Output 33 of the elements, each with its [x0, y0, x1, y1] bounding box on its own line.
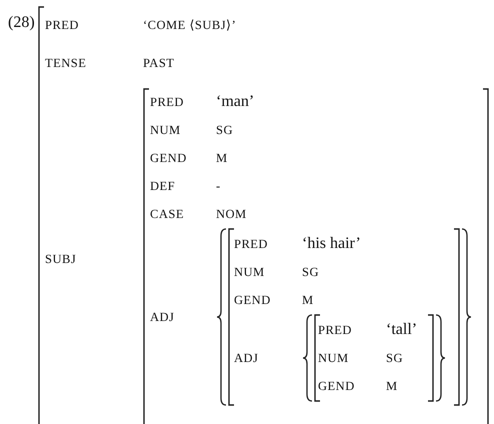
- attribute-name: CASE: [150, 206, 184, 222]
- attribute-name: GEND: [150, 150, 187, 166]
- attribute-name: TENSE: [45, 56, 86, 70]
- attribute-name: GEND: [234, 292, 271, 308]
- attribute-value: ‘tall’: [386, 321, 418, 339]
- attribute-value-matrix: [314, 314, 434, 402]
- attribute-value: SG: [386, 350, 403, 366]
- attribute-value: NOM: [216, 206, 247, 222]
- attribute-value: PAST: [143, 56, 174, 70]
- attribute-value-matrix: [143, 88, 489, 424]
- attribute-name: NUM: [150, 122, 181, 138]
- attribute-value-matrix: [228, 228, 460, 406]
- attribute-name: ADJ: [150, 310, 174, 324]
- attribute-value: SG: [216, 122, 233, 138]
- attribute-value: ‘COME ⟨SUBJ⟩’: [143, 17, 236, 33]
- attribute-name: NUM: [234, 264, 265, 280]
- attribute-name: DEF: [150, 178, 176, 194]
- attribute-name: NUM: [318, 350, 349, 366]
- attribute-value: M: [386, 378, 398, 394]
- attribute-value: M: [216, 150, 228, 166]
- attribute-value: ‘man’: [216, 93, 254, 111]
- attribute-name: SUBJ: [45, 252, 76, 266]
- attribute-value: M: [302, 292, 314, 308]
- attribute-name: PRED: [150, 94, 184, 110]
- attribute-value: ‘his hair’: [302, 235, 361, 253]
- attribute-name: PRED: [318, 322, 352, 338]
- example-number: (28): [8, 14, 35, 32]
- attribute-name: GEND: [318, 378, 355, 394]
- attribute-name: PRED: [234, 236, 268, 252]
- attribute-name: PRED: [45, 18, 79, 32]
- attribute-value: -: [216, 178, 221, 194]
- attribute-value: SG: [302, 264, 319, 280]
- attribute-name: ADJ: [234, 350, 258, 366]
